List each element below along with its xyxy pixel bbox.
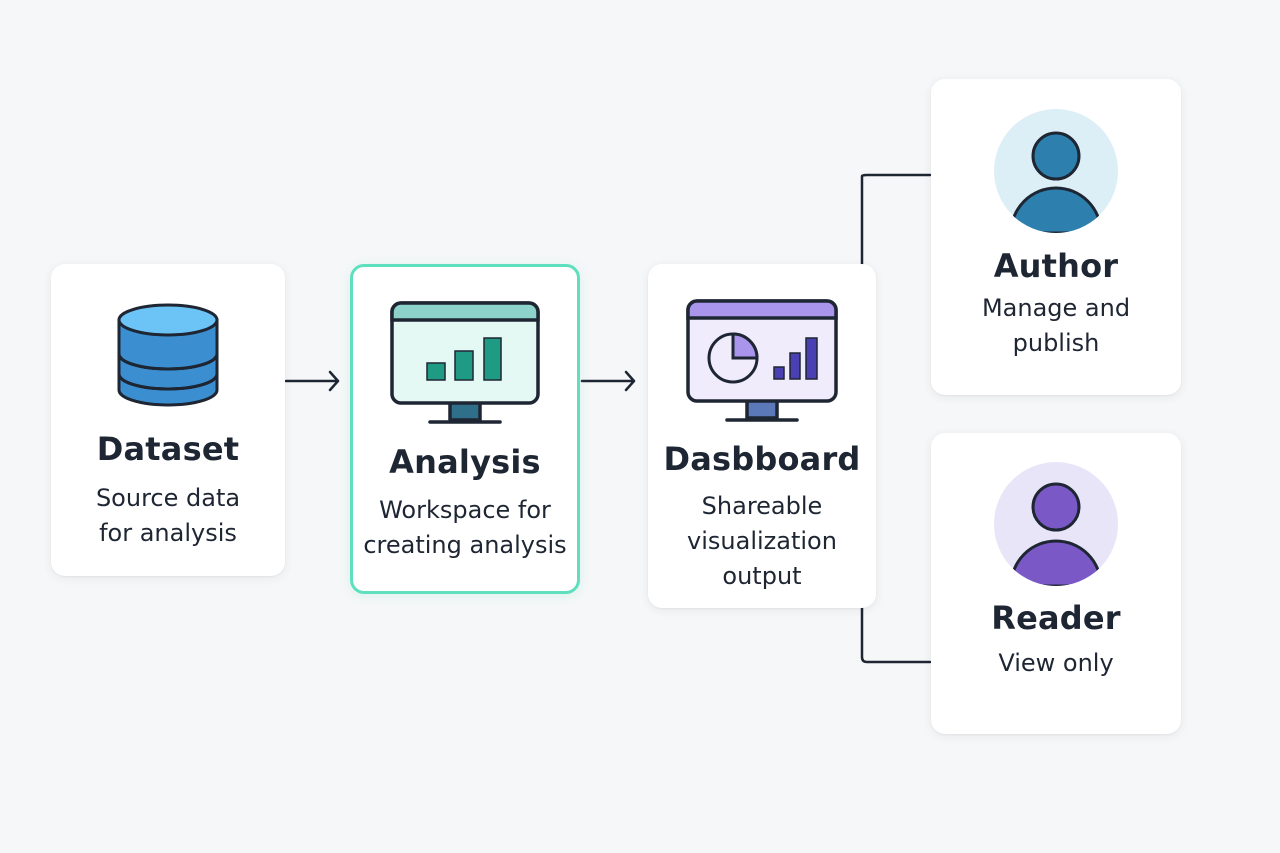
author-description-line: publish — [1012, 329, 1100, 357]
dataset-card[interactable]: Dataset Source data for analysis — [51, 264, 285, 576]
user-avatar-icon — [994, 462, 1118, 586]
dataset-title: Dataset — [96, 430, 240, 468]
analysis-description-line: Workspace for — [379, 496, 551, 524]
connector-dashboard-to-author — [860, 173, 932, 266]
analysis-title: Analysis — [389, 443, 541, 481]
dashboard-description: Shareable visualization output — [648, 489, 876, 594]
dashboard-card[interactable]: Dasbboard Shareable visualization output — [648, 264, 876, 608]
monitor-pie-bar-icon — [686, 299, 838, 422]
analysis-description: Workspace for creating analysis — [353, 493, 577, 563]
arrow-analysis-to-dashboard — [580, 370, 636, 392]
dashboard-title: Dasbboard — [663, 440, 861, 478]
dataset-description-line: Source data — [95, 484, 241, 512]
author-description: Manage and publish — [931, 291, 1181, 361]
author-title: Author — [993, 247, 1119, 285]
reader-card[interactable]: Reader View only — [931, 433, 1181, 734]
author-description-line: Manage and — [981, 294, 1131, 322]
connector-dashboard-to-reader — [860, 606, 932, 664]
reader-title: Reader — [991, 599, 1121, 637]
reader-description-line: View only — [998, 649, 1114, 677]
analysis-description-line: creating analysis — [363, 531, 567, 559]
dashboard-description-line: Shareable — [701, 492, 823, 520]
analysis-card[interactable]: Analysis Workspace for creating analysis — [350, 264, 580, 594]
monitor-bar-chart-icon — [390, 301, 540, 424]
database-icon — [117, 303, 219, 407]
dataset-description-line: for analysis — [99, 519, 237, 547]
arrow-dataset-to-analysis — [284, 370, 340, 392]
dashboard-description-line: output — [722, 562, 802, 590]
dashboard-description-line: visualization — [687, 527, 837, 555]
dataset-description: Source data for analysis — [51, 481, 285, 551]
reader-description: View only — [931, 646, 1181, 681]
author-card[interactable]: Author Manage and publish — [931, 79, 1181, 395]
user-avatar-icon — [994, 109, 1118, 233]
